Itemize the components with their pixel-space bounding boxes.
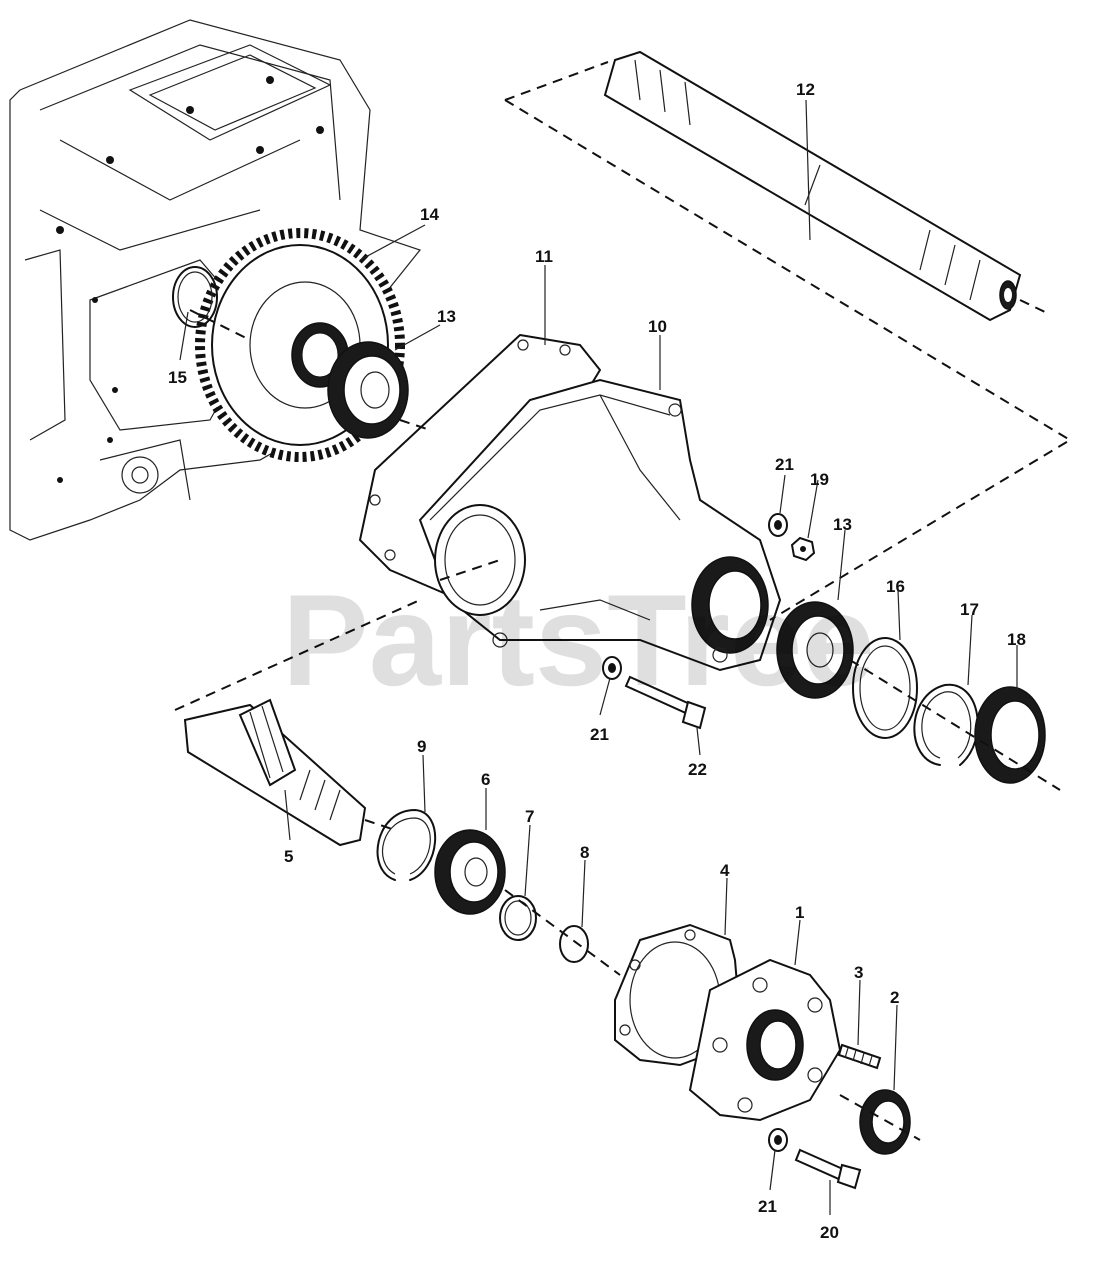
callout-7[interactable]: 7 [525,807,534,826]
callout-21-lower[interactable]: 21 [758,1197,777,1216]
callout-14[interactable]: 14 [420,205,439,224]
transmission-housing [9,19,422,541]
callout-16[interactable]: 16 [886,577,905,596]
callout-3[interactable]: 3 [854,963,863,982]
part-8-snap-ring [559,925,589,963]
callout-21-upper[interactable]: 21 [775,455,794,474]
callout-15[interactable]: 15 [168,368,187,387]
part-13-bearing-upper [327,341,409,439]
callout-1[interactable]: 1 [795,903,804,922]
callout-2[interactable]: 2 [890,988,899,1007]
part-1-hub [688,958,842,1122]
callout-11[interactable]: 11 [535,247,553,266]
callout-12[interactable]: 12 [796,80,815,99]
part-3-stud [837,1043,882,1070]
part-21-lockwasher-a [768,513,788,537]
callout-4[interactable]: 4 [720,861,730,880]
callout-13-lower[interactable]: 13 [833,515,852,534]
part-20-bolt [794,1148,862,1190]
part-2-seal [859,1089,911,1155]
part-13-bearing-lower [776,601,854,699]
part-9-snap-ring [376,809,437,881]
callout-10[interactable]: 10 [648,317,667,336]
part-7-washer [499,895,537,941]
part-17-snap-ring [913,683,979,766]
callout-17[interactable]: 17 [960,600,979,619]
part-21-lockwasher-b [602,656,622,680]
part-10-axle-housing [418,378,782,672]
callout-9[interactable]: 9 [417,737,426,756]
part-6-bearing [434,829,506,915]
callout-22[interactable]: 22 [688,760,707,779]
callout-8[interactable]: 8 [580,843,589,862]
callout-19[interactable]: 19 [810,470,829,489]
watermark: PartsTree [282,567,875,713]
part-19-nut [790,536,816,562]
part-21-lockwasher-c [768,1128,788,1152]
part-12-axle-shaft [603,50,1022,322]
callouts: 12 14 11 10 13 15 21 19 13 16 17 18 21 2… [168,80,1026,1242]
part-15-snap-ring [172,266,218,328]
callout-13-upper[interactable]: 13 [437,307,456,326]
callout-18[interactable]: 18 [1007,630,1026,649]
part-18-seal [974,686,1046,784]
part-5-pinion-shaft [183,698,367,847]
assembly-lines [174,61,1072,1141]
part-22-bolt [624,675,707,730]
callout-5[interactable]: 5 [284,847,293,866]
callout-21-middle[interactable]: 21 [590,725,609,744]
callout-20[interactable]: 20 [820,1223,839,1242]
part-16-washer [852,637,918,739]
leader-lines [179,99,1018,1215]
callout-6[interactable]: 6 [481,770,490,789]
